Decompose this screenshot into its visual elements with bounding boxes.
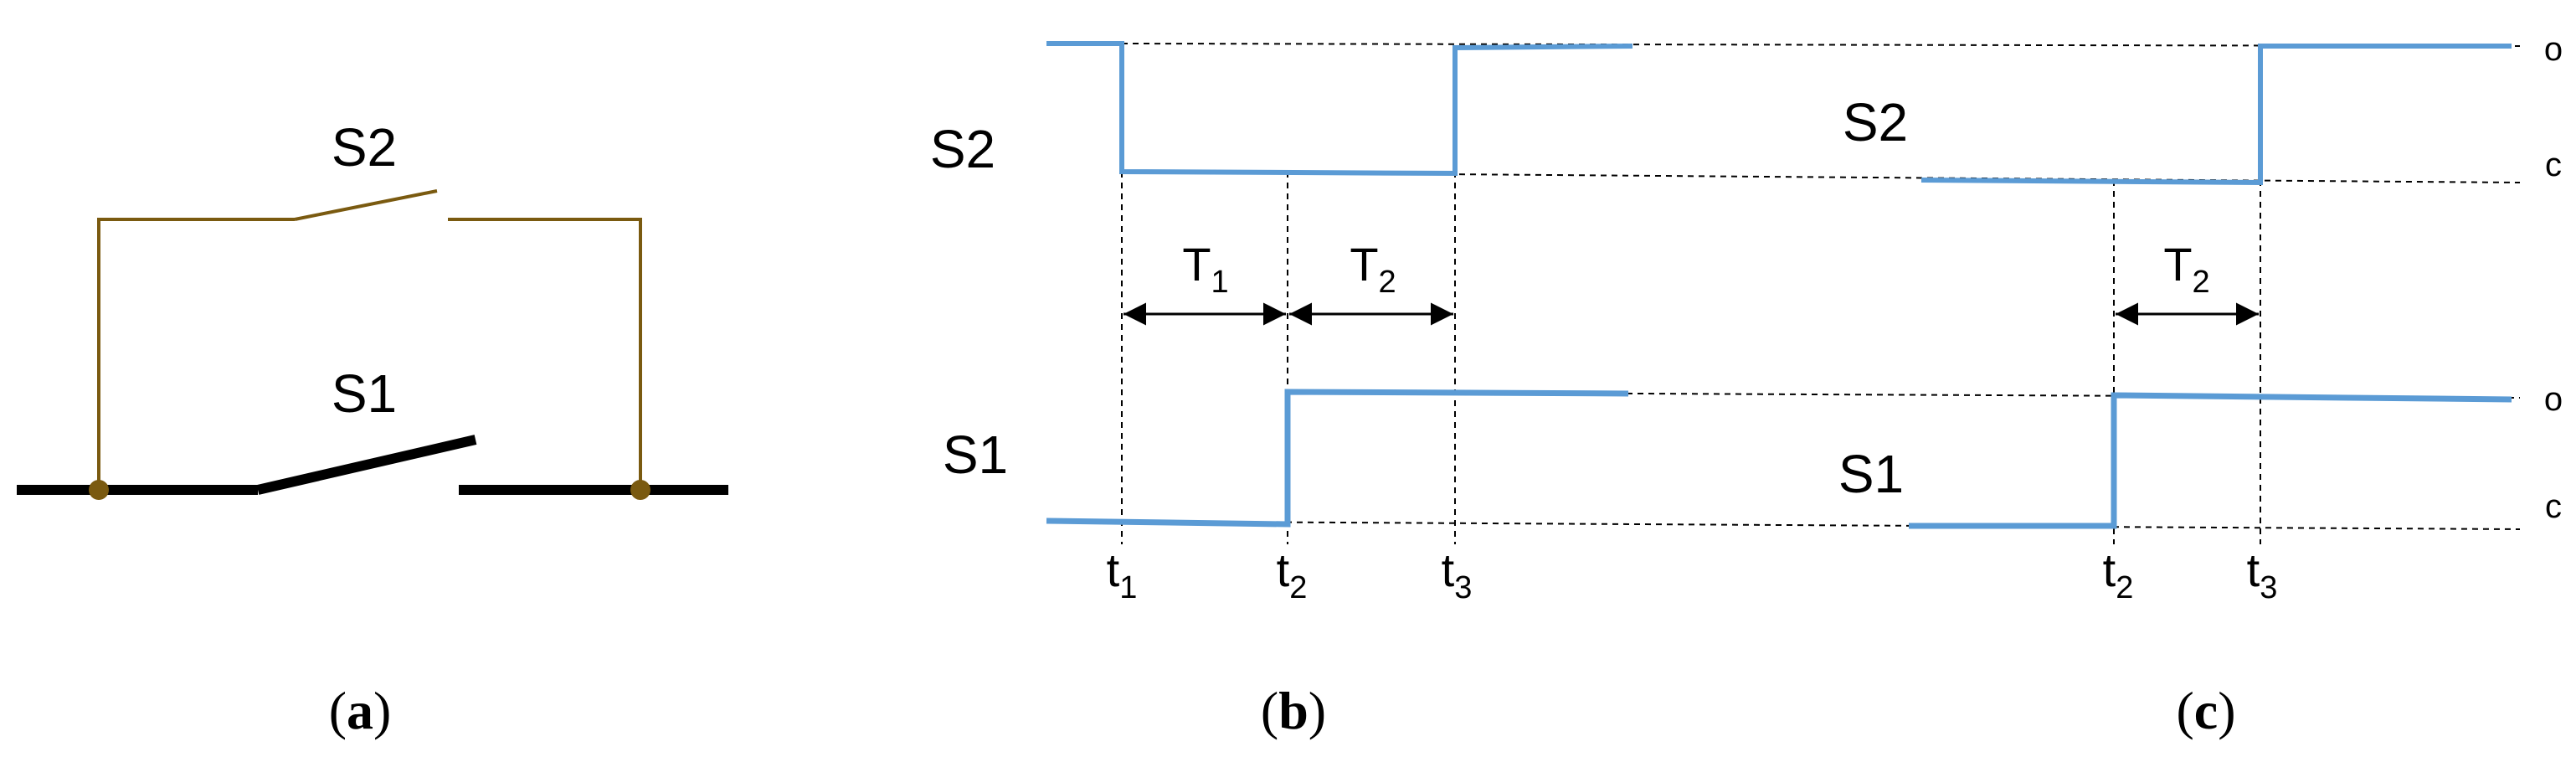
c-time-label-t3: t3	[2247, 543, 2278, 605]
s2-switch-blade	[294, 189, 438, 221]
s2-row-label: S2	[930, 119, 995, 179]
caption-a: (a)	[329, 681, 392, 740]
s1-closed-state-marker: c	[2545, 488, 2562, 525]
s1-state-trace	[1046, 389, 1629, 528]
time-label-t3: t3	[1442, 543, 1473, 605]
s2-wire-left	[97, 218, 295, 490]
c-t2-interval-label: T2	[2163, 238, 2209, 300]
t2-interval-label: T2	[1350, 238, 1396, 300]
caption-c: (c)	[2176, 681, 2235, 740]
s2-open-state-marker: o	[2544, 31, 2563, 68]
c-s2-row-label: S2	[1843, 92, 1908, 152]
s1-open-state-marker: o	[2544, 381, 2563, 418]
panel-a-circuit: S2 S1 (a)	[17, 117, 728, 740]
s2-wire-right	[448, 218, 642, 490]
switch-s2-label: S2	[332, 117, 397, 178]
panel-c-timing: S2 S1 T2 t2 t3 o c o c (c)	[1838, 31, 2563, 740]
caption-b: (b)	[1261, 681, 1326, 740]
junction-node-left	[89, 480, 109, 500]
s1-switch-blade	[256, 435, 477, 495]
time-label-t2: t2	[1277, 543, 1308, 605]
c-s1-row-label: S1	[1838, 444, 1904, 504]
time-label-t1: t1	[1107, 543, 1138, 605]
panel-b-guides	[1046, 43, 2521, 544]
s1-row-label: S1	[943, 425, 1008, 485]
t1-interval-label: T1	[1182, 238, 1228, 300]
c-s1-state-trace	[1909, 392, 2512, 529]
s2-closed-state-marker: c	[2545, 147, 2562, 183]
panel-c-guides	[2113, 180, 2261, 544]
c-time-label-t2: t2	[2103, 543, 2134, 605]
junction-node-right	[630, 480, 650, 500]
switch-s1-label: S1	[332, 363, 397, 424]
c-s2-state-trace	[1920, 44, 2512, 186]
s2-state-trace	[1046, 41, 1633, 177]
panel-b-timing: S2 S1 T1 T2 t1 t2 t3 (b)	[930, 41, 2521, 740]
